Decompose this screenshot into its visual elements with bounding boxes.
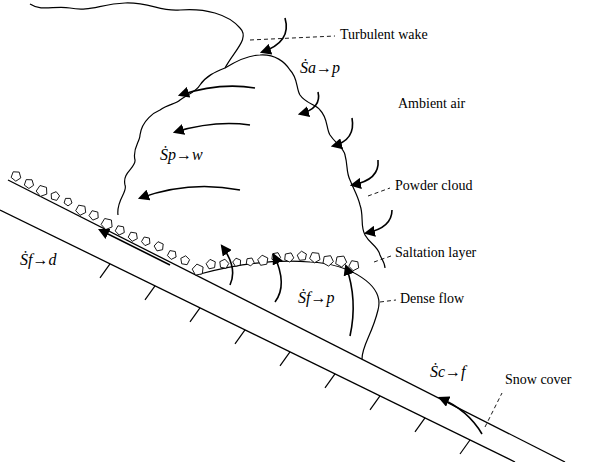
region-label: Turbulent wake: [340, 27, 428, 43]
snow-particle: [246, 258, 254, 266]
powder-cloud-outline: [118, 55, 385, 268]
drawing-stroke: [333, 118, 353, 146]
snow-particle: [51, 192, 59, 201]
snow-particle: [206, 259, 215, 268]
drawing-stroke: [380, 300, 396, 302]
region-label: Ambient air: [398, 96, 465, 112]
hatch-tick: [100, 264, 110, 278]
drawing-stroke: [175, 124, 250, 132]
hatch-tick: [460, 440, 470, 454]
drawing-stroke: [250, 36, 335, 40]
snow-particle: [310, 253, 320, 263]
snow-particle: [167, 251, 176, 260]
drawing-stroke: [366, 210, 392, 233]
snow-particle: [128, 232, 137, 241]
drawing-stroke: [11, 172, 359, 275]
ground-line: [0, 210, 515, 462]
snow-particle: [154, 242, 163, 251]
flux-symbol: Ṡa→p: [300, 58, 340, 77]
flux-symbol: Ṡc→f: [430, 362, 466, 381]
snow-surface: [8, 180, 565, 462]
snow-particle: [64, 198, 72, 206]
drawing-stroke: [100, 264, 470, 454]
snow-particle: [297, 251, 306, 260]
snow-particle: [11, 172, 21, 181]
hatch-tick: [145, 286, 155, 300]
drawing-stroke: [140, 186, 240, 198]
snow-particle: [101, 219, 112, 230]
drawing-stroke: [300, 92, 319, 114]
hatch-tick: [280, 352, 290, 366]
leader-lines: [250, 36, 502, 427]
drawing-stroke: [262, 18, 286, 52]
region-label: Dense flow: [400, 291, 464, 307]
hatch-tick: [235, 330, 245, 344]
flux-arrows: [100, 18, 482, 434]
flux-symbol: Ṡf→d: [20, 250, 56, 269]
snow-particle: [349, 261, 359, 271]
snow-particle: [76, 205, 86, 215]
snow-particle: [233, 258, 241, 266]
snow-particle: [336, 256, 347, 267]
snow-particle: [89, 211, 98, 220]
region-label: Powder cloud: [395, 178, 472, 194]
snow-particle: [115, 226, 124, 235]
drawing-stroke: [180, 86, 255, 95]
snow-particle: [36, 186, 47, 197]
hatch-tick: [190, 308, 200, 322]
dense-flow-outline: [200, 261, 379, 359]
drawing-stroke: [374, 256, 391, 262]
snow-particle: [181, 256, 190, 265]
snow-particle: [24, 180, 33, 189]
drawing-stroke: [100, 230, 170, 265]
wake-outline: [30, 3, 243, 68]
snow-particle: [142, 237, 150, 246]
drawing-stroke: [440, 398, 482, 434]
drawing-stroke: [485, 393, 502, 427]
region-label: Saltation layer: [395, 245, 476, 261]
snow-particle: [285, 253, 294, 262]
region-label: Snow cover: [505, 372, 572, 388]
snow-particle: [323, 256, 333, 266]
drawing-stroke: [368, 188, 390, 196]
hatch-tick: [370, 396, 380, 410]
drawing-stroke: [352, 160, 378, 185]
snow-particle: [258, 255, 268, 265]
hatch-tick: [415, 418, 425, 432]
snow-particle: [192, 264, 203, 275]
flux-symbol: Ṡf→p: [298, 288, 334, 307]
drawing-stroke: [274, 255, 281, 302]
flux-symbol: Ṡp→w: [160, 145, 203, 164]
hatch-tick: [325, 374, 335, 388]
snow-particle: [220, 259, 229, 268]
drawing-stroke: [222, 246, 233, 285]
drawing-stroke: [346, 266, 353, 336]
